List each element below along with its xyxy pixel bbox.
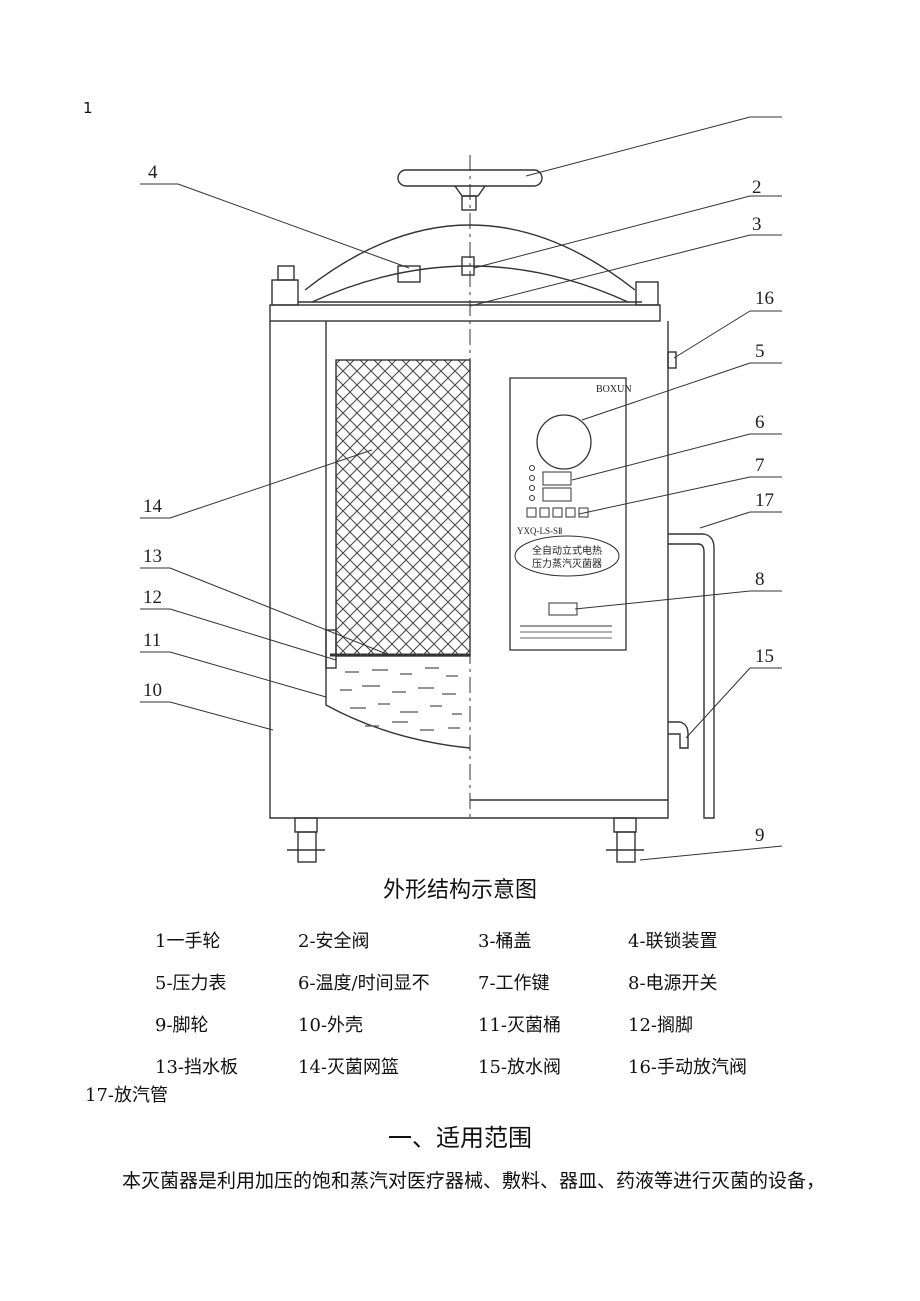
- legend-item: 5-压力表: [155, 973, 227, 994]
- legend-row-1: 1一手轮 2-安全阀 3-桶盖 4-联锁装置: [0, 927, 920, 955]
- legend-item: 12-搁脚: [628, 1015, 693, 1036]
- legend-row-5: 17-放汽管: [0, 1081, 920, 1109]
- water-level: [340, 667, 462, 731]
- legend-item: 11-灭菌桶: [478, 1015, 561, 1036]
- pressure-gauge: [536, 414, 592, 470]
- lid-dome-inner: [311, 265, 629, 303]
- legend-item: 17-放汽管: [85, 1085, 168, 1106]
- panel-brand: BOXUN: [596, 384, 632, 395]
- page-number: 1: [83, 99, 93, 117]
- legend-row-2: 5-压力表 6-温度/时间显不 7-工作键 8-电源开关: [0, 969, 920, 997]
- panel-name-line1: 全自动立式电热: [532, 544, 602, 557]
- body-paragraph: 本灭菌器是利用加压的饱和蒸汽对医疗器械、敷料、器皿、药液等进行灭菌的设备，: [122, 1170, 826, 1192]
- diagram-caption: 外形结构示意图: [382, 878, 537, 903]
- callout-4: 4: [148, 162, 158, 183]
- legend-item: 2-安全阀: [298, 931, 370, 952]
- legend-item: 14-灭菌网篮: [298, 1057, 399, 1078]
- inner-chamber: [325, 321, 471, 749]
- control-panel: BOXUN YXQ-LS-SⅡ 全自动立式电热 压力蒸汽灭菌器: [509, 377, 632, 651]
- callout-5: 5: [755, 341, 765, 362]
- legend-item: 16-手动放汽阀: [628, 1057, 747, 1078]
- legend-row-3: 9-脚轮 10-外壳 11-灭菌桶 12-搁脚: [0, 1011, 920, 1039]
- callout-2: 2: [752, 177, 762, 198]
- handwheel-shaft: [461, 195, 477, 211]
- legend-item: 15-放水阀: [478, 1057, 561, 1078]
- legend-item: 1一手轮: [155, 931, 221, 952]
- callout-17: 17: [755, 490, 774, 511]
- exhaust-pipe: [668, 533, 715, 819]
- legend-item: 10-外壳: [298, 1015, 363, 1036]
- legend-item: 4-联锁装置: [628, 931, 718, 952]
- manual-vent-valve: [667, 351, 677, 369]
- interlock-shape: [397, 265, 421, 283]
- left-caster: [287, 817, 325, 863]
- legend-row-4: 13-挡水板 14-灭菌网篮 15-放水阀 16-手动放汽阀: [0, 1053, 920, 1081]
- legend-item: 13-挡水板: [155, 1057, 238, 1078]
- basket-mesh: [335, 359, 471, 657]
- callout-16: 16: [755, 288, 774, 309]
- callout-8: 8: [755, 569, 765, 590]
- callout-12: 12: [143, 587, 162, 608]
- lid-band: [269, 304, 661, 322]
- callout-3: 3: [752, 214, 762, 235]
- legend-item: 3-桶盖: [478, 931, 532, 952]
- legend-item: 6-温度/时间显不: [298, 973, 430, 994]
- panel-name-line2: 压力蒸汽灭菌器: [532, 557, 602, 570]
- right-caster: [606, 817, 644, 863]
- legend-item: 8-电源开关: [628, 973, 718, 994]
- legend-item: 9-脚轮: [155, 1015, 209, 1036]
- callout-15: 15: [755, 646, 774, 667]
- section-title: 一、适用范围: [388, 1124, 532, 1152]
- power-switch-shape: [548, 602, 578, 616]
- legend-item: 7-工作键: [478, 973, 550, 994]
- structure-diagram: BOXUN YXQ-LS-SⅡ 全自动立式电热 压力蒸汽灭菌器: [140, 116, 783, 863]
- callout-6: 6: [755, 412, 765, 433]
- callout-10: 10: [143, 680, 162, 701]
- panel-model: YXQ-LS-SⅡ: [517, 526, 562, 536]
- callout-13: 13: [143, 546, 162, 567]
- callout-11: 11: [143, 630, 161, 651]
- callout-7: 7: [755, 455, 765, 476]
- outer-shell: [269, 321, 669, 819]
- callout-14: 14: [143, 496, 163, 517]
- drain-valve: [668, 721, 689, 749]
- callout-9: 9: [755, 825, 765, 846]
- safety-valve-shape: [461, 256, 475, 276]
